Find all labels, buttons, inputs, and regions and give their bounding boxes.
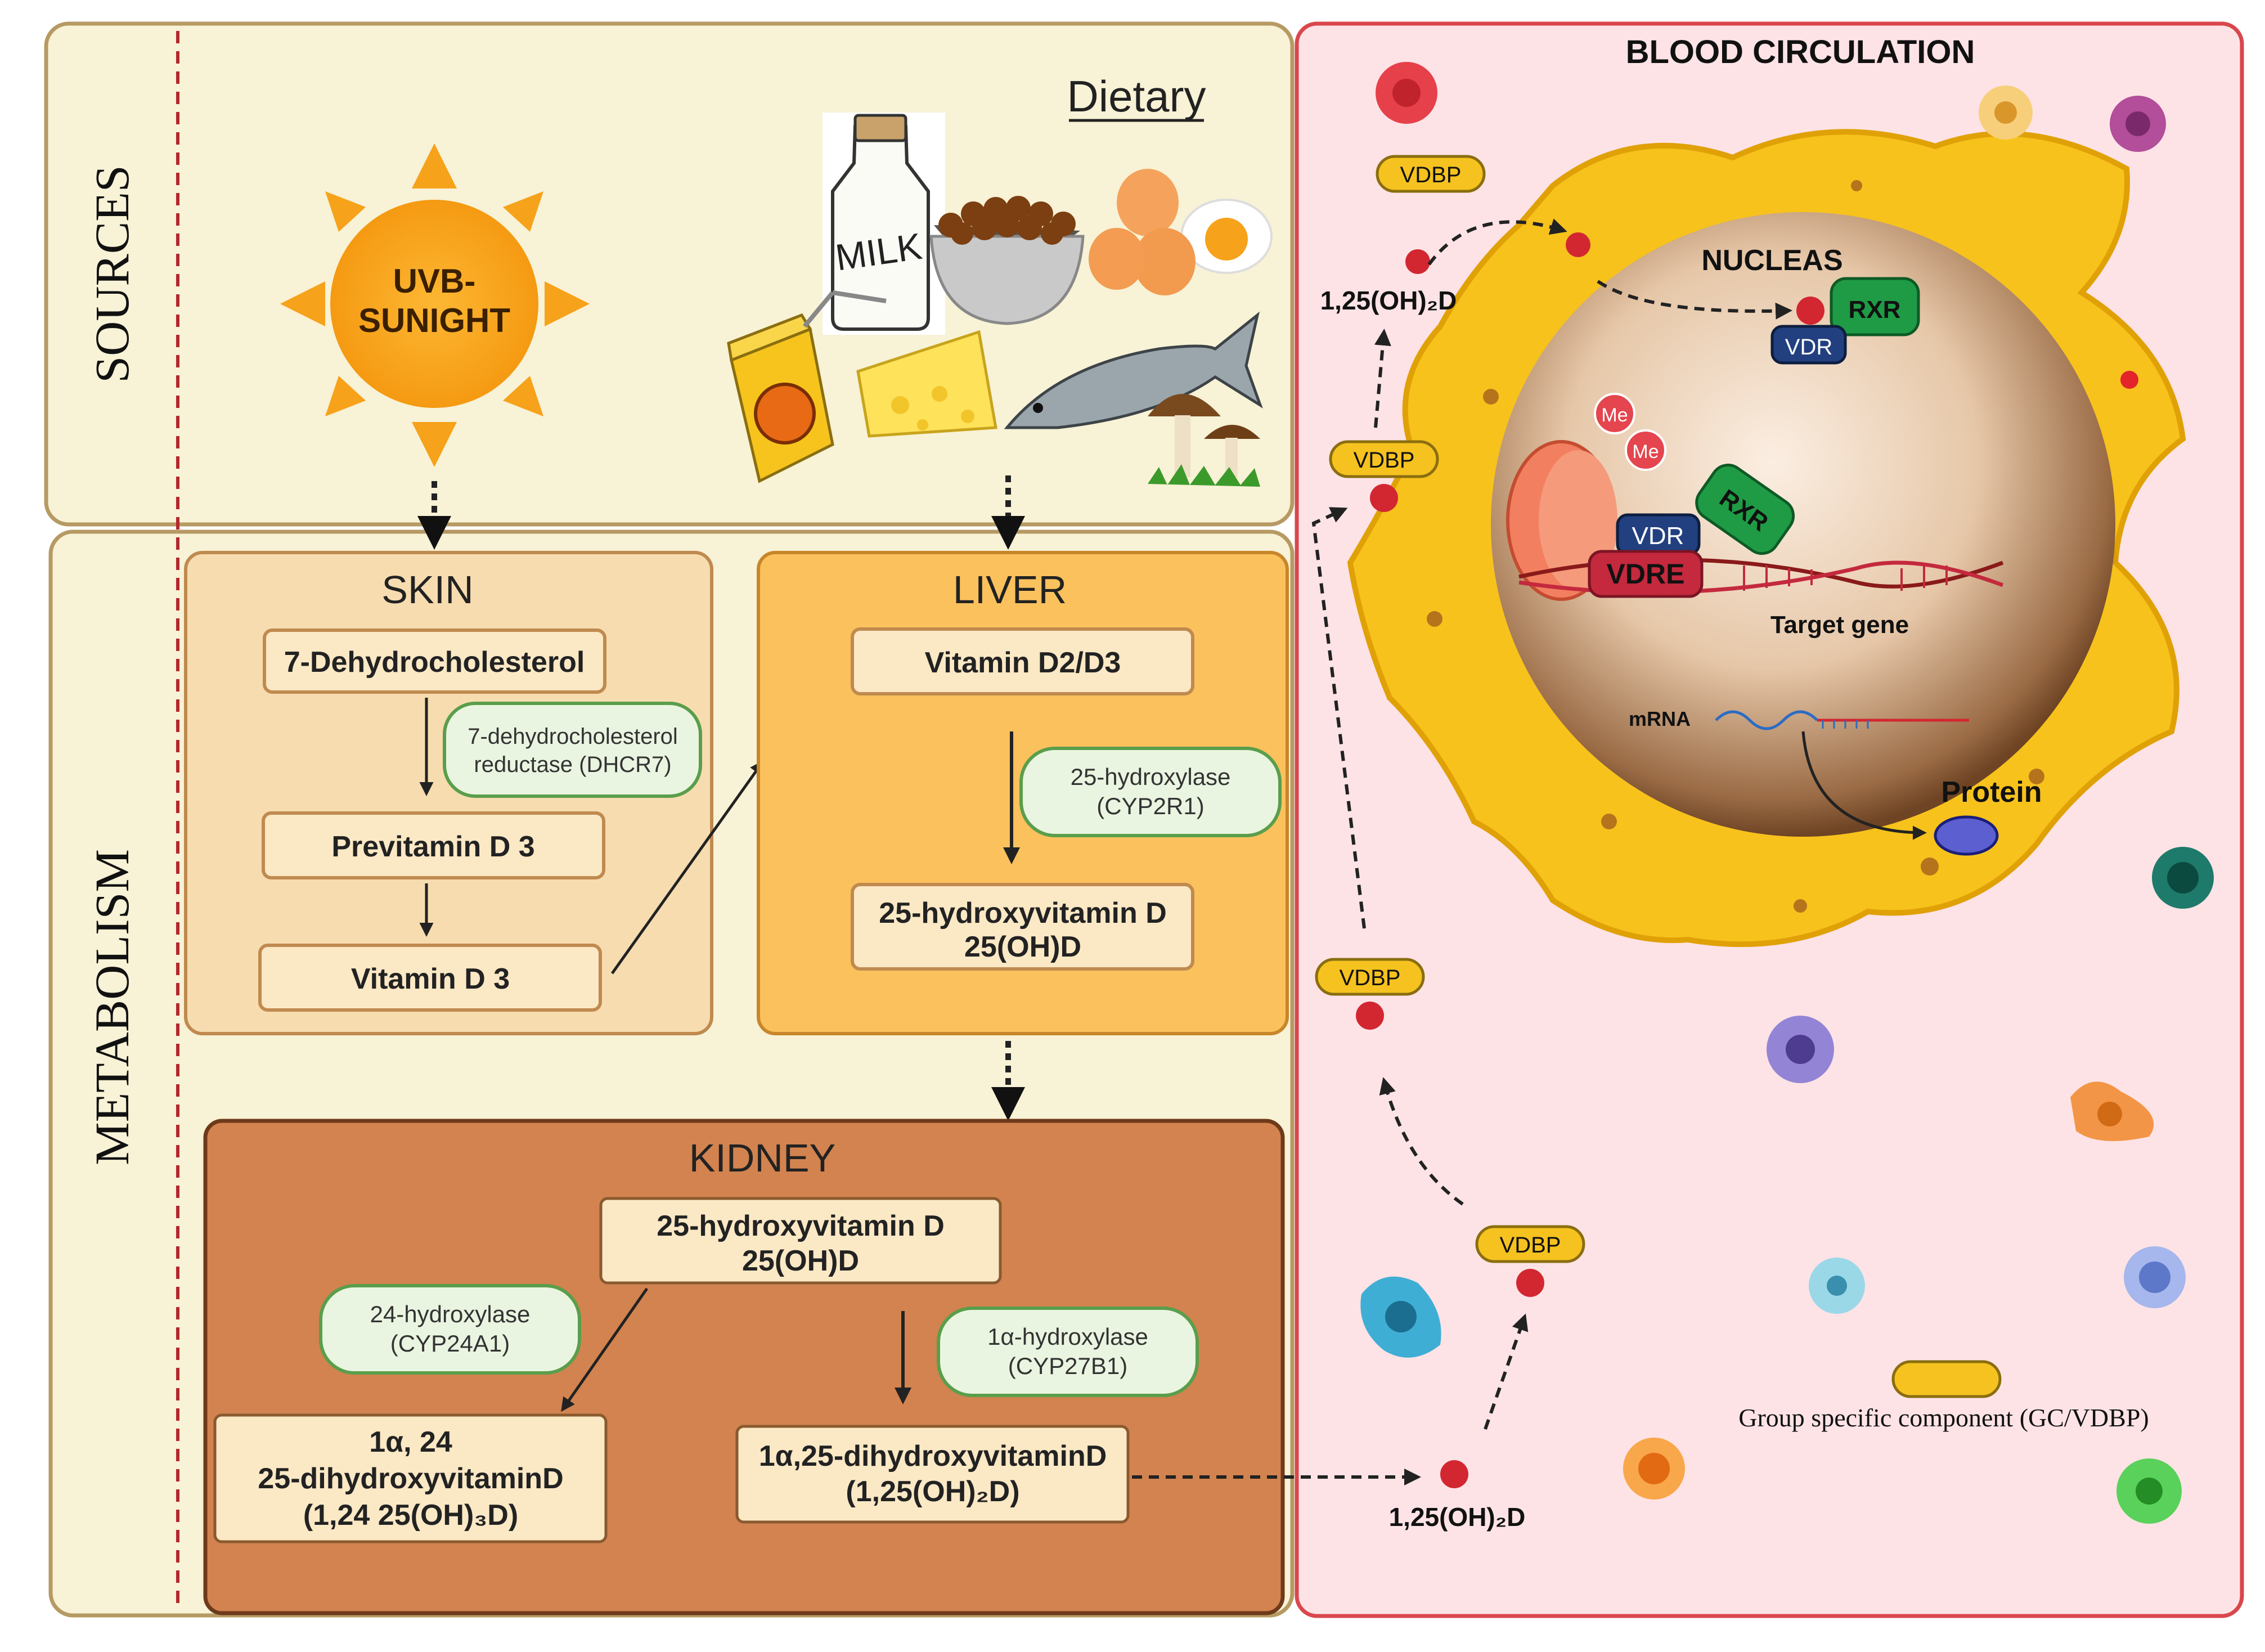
kidney-title: KIDNEY xyxy=(689,1136,836,1180)
rxr-mid-badge xyxy=(1695,464,1795,555)
vdbp-pill-4 xyxy=(1475,1225,1585,1263)
legend-vdbp-swatch xyxy=(1891,1360,2002,1398)
kidney-enzyme-right-line2: (CYP27B1) xyxy=(1008,1353,1127,1379)
transport-elements: VDBP VDBP VDBP VDBP 1,25(OH)₂D 1,25(OH)₂… xyxy=(1311,155,1792,1532)
sun-label-line1: UVB- xyxy=(393,262,476,300)
dietary-label: Dietary xyxy=(1067,71,1206,121)
calcitriol-label-bottom: 1,25(OH)₂D xyxy=(1389,1502,1526,1532)
me-badge-1 xyxy=(1594,393,1635,434)
skin-step-vitamin-d3 xyxy=(258,944,602,1012)
kidney-left-product-line1: 1α, 24 xyxy=(369,1426,452,1458)
kidney-left-product-line3: (1,24 25(OH)₃D) xyxy=(303,1499,518,1532)
juice-box-icon xyxy=(727,290,887,483)
cheese-icon xyxy=(856,330,997,438)
vdre-badge xyxy=(1588,550,1704,598)
skin-enzyme-line1: 7-dehydrocholesterol xyxy=(468,724,678,749)
vdre-label: VDRE xyxy=(1607,558,1685,590)
calcitriol-bottom xyxy=(1440,1460,1468,1488)
vdbp-pill-top xyxy=(1376,155,1486,193)
liver-step1-label: Vitamin D2/D3 xyxy=(925,647,1121,679)
me-label-1: Me xyxy=(1601,405,1628,426)
dietary-foods: Dietary MILK xyxy=(727,71,1273,487)
calcitriol-label-top: 1,25(OH)₂D xyxy=(1320,286,1457,315)
vdr-top-label: VDR xyxy=(1785,335,1832,360)
mushrooms-icon xyxy=(1148,394,1260,487)
blood-cells xyxy=(1360,62,2214,1524)
skin-enzyme-dhcr7 xyxy=(443,702,702,798)
vdbp-label-3: VDBP xyxy=(1340,966,1401,990)
skin-step-7-dehydrocholesterol xyxy=(263,629,606,694)
liver-enzyme-cyp2r1 xyxy=(1019,747,1282,837)
skin-step1-label: 7-Dehydrocholesterol xyxy=(284,646,585,679)
legend-label: Group specific component (GC/VDBP) xyxy=(1738,1403,2149,1432)
kidney-left-product-line2: 25-dihydroxyvitaminD xyxy=(258,1462,563,1495)
me-badge-2 xyxy=(1625,429,1666,471)
skin-title: SKIN xyxy=(381,568,473,612)
kidney-enzyme-cyp27b1 xyxy=(937,1307,1199,1397)
sources-label: SOURCES xyxy=(85,165,139,383)
kidney-enzyme-right-line1: 1α-hydroxylase xyxy=(987,1323,1148,1350)
kidney-step-25ohd xyxy=(599,1197,1002,1285)
liver-step2-line2: 25(OH)D xyxy=(964,931,1081,963)
kidney-product-125-oh2d xyxy=(735,1425,1130,1524)
sun-icon: UVB- SUNIGHT xyxy=(280,143,590,467)
vdr-mid-label: VDR xyxy=(1632,522,1684,550)
skin-step-previtamin-d3 xyxy=(262,811,605,879)
skin-to-liver-arrow xyxy=(610,760,764,975)
kidney-enzyme-left-line1: 24-hydroxylase xyxy=(370,1301,531,1327)
kidney-right-product-line1: 1α,25-dihydroxyvitaminD xyxy=(759,1440,1107,1473)
skin-enzyme-line2: reductase (DHCR7) xyxy=(474,752,671,777)
skin-box: SKIN 7-Dehydrocholesterol 7-dehydrochole… xyxy=(184,551,713,1035)
protein-label: Protein xyxy=(1941,776,2042,809)
milk-icon: MILK xyxy=(823,113,945,335)
source-to-metabolism-arrows xyxy=(417,475,1025,550)
calcitriol-bound-top xyxy=(1796,297,1824,325)
metabolism-label: METABOLISM xyxy=(85,849,139,1165)
vdr-top-badge xyxy=(1770,325,1847,365)
kidney-product-124-25ohd xyxy=(213,1413,608,1543)
kidney-enzyme-cyp24a1 xyxy=(319,1284,581,1375)
me-label-2: Me xyxy=(1632,441,1659,463)
liver-step-25ohd xyxy=(851,883,1194,971)
kidney-box: KIDNEY 25-hydroxyvitamin D 25(OH)D 24-hy… xyxy=(203,1119,1285,1615)
vdbp-label-top: VDBP xyxy=(1400,163,1462,187)
calcitriol-top xyxy=(1405,249,1430,274)
mrna-label: mRNA xyxy=(1629,707,1691,730)
liver-enzyme-line2: (CYP2R1) xyxy=(1096,793,1204,819)
kidney-enzyme-left-line2: (CYP24A1) xyxy=(390,1330,510,1357)
kidney-top-line2: 25(OH)D xyxy=(742,1245,859,1277)
eggs-icon xyxy=(1089,169,1273,295)
rxr-top-badge xyxy=(1830,277,1920,336)
liver-box: LIVER Vitamin D2/D3 25-hydroxylase (CYP2… xyxy=(757,551,1289,1035)
vdbp-pill-2 xyxy=(1329,440,1439,478)
vdbp-label-4: VDBP xyxy=(1500,1233,1561,1258)
blood-circulation-label: BLOOD CIRCULATION xyxy=(1626,34,1975,70)
calcitriol-in-cell xyxy=(1566,232,1590,257)
vdbp-pill-3 xyxy=(1315,958,1425,996)
rxr-top-label: RXR xyxy=(1849,296,1901,324)
liver-enzyme-line1: 25-hydroxylase xyxy=(1071,764,1231,790)
skin-step3-label: Vitamin D 3 xyxy=(351,963,510,995)
vdbp-label-2: VDBP xyxy=(1354,448,1415,473)
liver-step2-line1: 25-hydroxyvitamin D xyxy=(879,897,1167,930)
calcitriol-3 xyxy=(1356,1002,1384,1030)
liver-title: LIVER xyxy=(953,568,1067,612)
protein-icon xyxy=(1934,815,1999,856)
liver-step-vitamin-d2-d3 xyxy=(851,627,1194,695)
kidney-right-product-line2: (1,25(OH)₂D) xyxy=(846,1475,1019,1508)
target-gene-label: Target gene xyxy=(1770,611,1909,639)
skin-step2-label: Previtamin D 3 xyxy=(331,831,534,863)
legend: Group specific component (GC/VDBP) xyxy=(1738,1360,2149,1432)
fish-icon xyxy=(1004,311,1263,429)
calcitriol-2 xyxy=(1370,484,1398,512)
sun-label-line2: SUNIGHT xyxy=(358,302,510,339)
cereal-bowl-icon xyxy=(929,196,1085,325)
nucleus-label: NUCLEAS xyxy=(1701,244,1842,277)
calcitriol-4 xyxy=(1516,1269,1544,1297)
nucleus xyxy=(1491,212,2115,837)
target-cell: NUCLEAS RXR VDR Me Me RXR VDR VDRE Ta xyxy=(1347,129,2186,948)
kidney-top-line1: 25-hydroxyvitamin D xyxy=(657,1210,945,1242)
